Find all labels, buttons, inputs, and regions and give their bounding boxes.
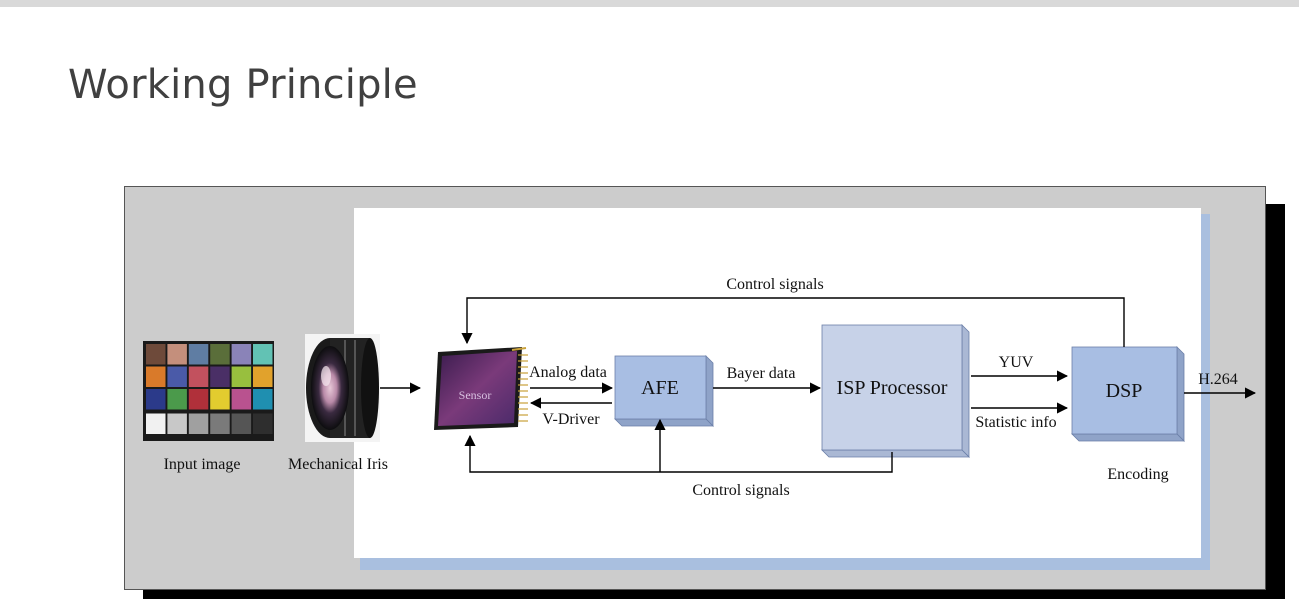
control-signals-top-path [461,297,1125,347]
analog-data-label: Analog data [529,364,607,381]
color-checker-cell [167,366,187,387]
color-checker-cell [231,413,252,434]
color-checker-cell [253,366,273,387]
color-checker-cell [188,366,209,387]
color-checker-cell [188,413,209,434]
v-driver-label: V-Driver [542,411,600,428]
color-checker-cell [146,413,166,434]
color-checker-cell [231,344,252,365]
color-checker-cell [146,389,166,410]
mechanical-iris-caption: Mechanical Iris [288,456,388,473]
encoding-caption: Encoding [1107,466,1168,483]
color-checker-cell [167,389,187,410]
color-checker-cell [231,366,252,387]
color-checker-cell [146,366,166,387]
color-checker-cell [146,344,166,365]
yuv-label: YUV [999,354,1034,371]
isp-processor-block: ISP Processor [821,324,970,458]
lens-image [305,334,380,442]
afe-block: AFE [614,355,714,427]
color-checker-cell [210,366,230,387]
input-image-caption: Input image [164,456,241,473]
color-checker-cell [253,344,273,365]
color-checker-cell [167,413,187,434]
bayer-data-label: Bayer data [727,365,796,382]
color-checker-cell [188,389,209,410]
color-checker-cell [188,344,209,365]
slide-title: Working Principle [68,62,418,108]
color-checker-cell [167,344,187,365]
color-checker-image [143,341,274,441]
h264-label: H.264 [1198,371,1238,388]
sensor-label: Sensor [459,388,492,402]
color-checker-cell [253,413,273,434]
statistic-info-label: Statistic info [975,414,1056,431]
color-checker-cell [210,413,230,434]
color-checker-cell [210,344,230,365]
sensor-chip: Sensor [434,347,528,430]
control-signals-top-label: Control signals [726,276,823,293]
control-signals-bottom-path [464,434,893,473]
afe-label: AFE [641,377,679,399]
color-checker-cell [253,389,273,410]
dsp-block: DSP [1071,346,1185,442]
top-bar [0,0,1299,7]
control-signals-bottom-label: Control signals [692,482,789,499]
color-checker-cell [210,389,230,410]
dsp-label: DSP [1106,380,1143,402]
isp-processor-label: ISP Processor [837,377,948,399]
color-checker-cell [231,389,252,410]
